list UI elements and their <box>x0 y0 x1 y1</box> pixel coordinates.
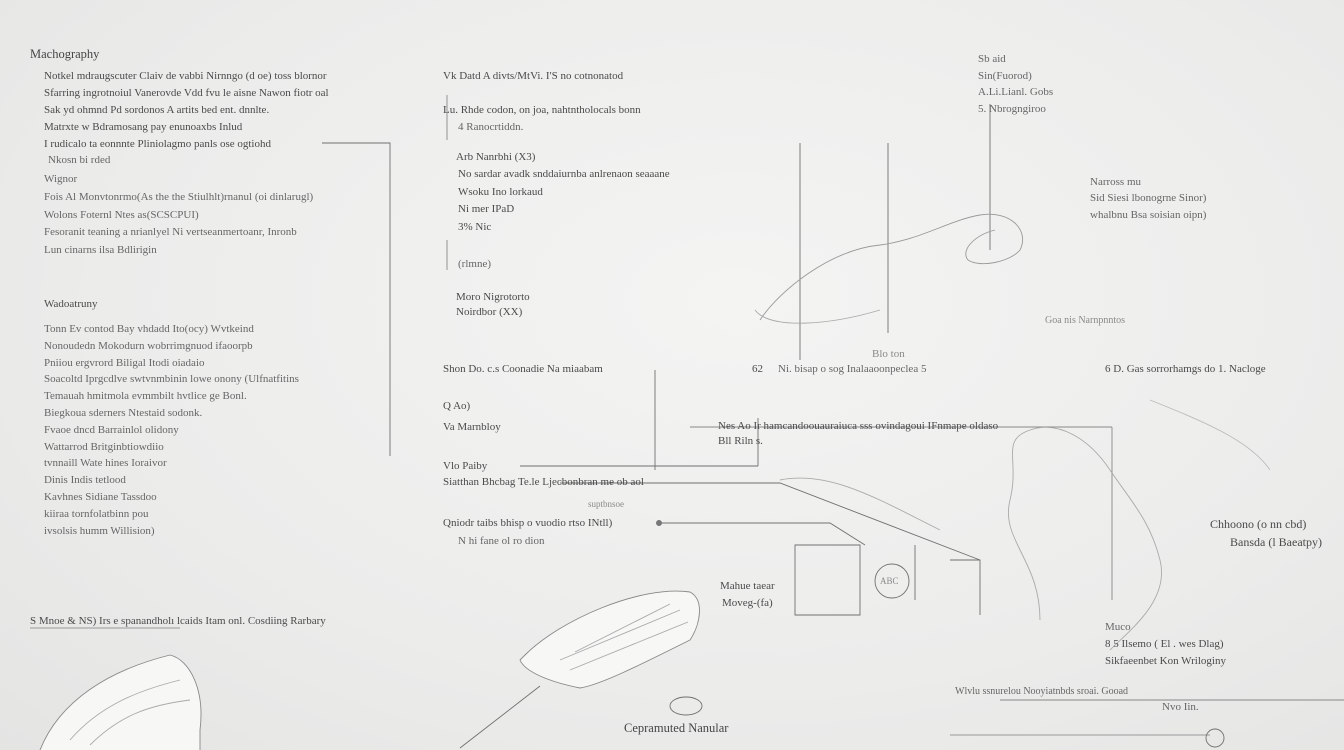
branch-dot <box>656 520 662 526</box>
list-item: Kavhnes Sidiane Tassdoo <box>44 491 157 503</box>
list-item: Sak yd ohmnd Pd sordonos A artits bed en… <box>44 104 270 116</box>
list-item: Matrxte w Bdramosang pay enunoaxbs Inlud <box>44 121 243 133</box>
callout-line-2: Bansda (l Baeatpy) <box>1230 535 1322 549</box>
branch-to-box <box>560 482 981 561</box>
slab-lines <box>559 603 689 671</box>
mid-item-2-sub: 4 Ranocrtiddn. <box>458 121 524 133</box>
center-caption: Cepramuted Nanular <box>624 721 729 735</box>
list-item: Fvaoe dncd Barrainlol olidony <box>44 423 179 436</box>
left-list-a-sub: Nkosn bi rded <box>48 154 111 166</box>
list-item: Tonn Ev contod Bay vhdadd Ito(ocy) Wvtke… <box>44 323 254 335</box>
list-item: Pniiou ergvrord Biligal Itodi oiadaio <box>44 356 205 369</box>
foot-sketch <box>759 213 1024 321</box>
mid-sec-a-2: Va Marnbloy <box>443 421 501 433</box>
list-item: kiiraa tornfolatbinn pou <box>44 507 149 520</box>
seal-icon: ABC <box>880 576 899 586</box>
list-item: Dinis Indis tetlood <box>44 474 126 487</box>
mid-sec-a-1: Q Ao) <box>443 400 471 412</box>
legend-item: A.Li.Lianl. Gobs <box>978 86 1054 98</box>
list-item: Biegkoua sderners Ntestaid sodonk. <box>44 407 203 419</box>
list-item: Sfarring ingrotnoiul Vanerovde Vdd fvu l… <box>44 87 329 99</box>
mid-sec-a: Shon Do. c.s Coonadie Na miaabam <box>443 363 603 375</box>
box-2 <box>914 545 981 615</box>
list-item: Fois Al Monvtonrmo(As the the Stiulhlt)r… <box>44 191 314 203</box>
right-head: 6 D. Gas sorrorhamgs do 1. Nacloge <box>1105 363 1266 375</box>
mid-item-3: Arb Nanrbhi (X3) <box>456 151 536 163</box>
foot-label: Blo ton <box>872 348 905 360</box>
ramp-sketch <box>779 477 941 531</box>
wrap-sketch <box>39 654 202 750</box>
left-list-b-head: Wignor <box>44 173 78 185</box>
left-bracket-line <box>322 142 391 456</box>
callout-line-1: Chhoono (o nn cbd) <box>1210 517 1307 531</box>
mid-sec-c: Qniodr taibs bhisp o vuodio rtso INtll) <box>443 517 613 529</box>
center-mid-label: Nes Ao Ir hamcandoouauraiuca sss ovindag… <box>718 420 999 432</box>
tree-branch <box>1149 399 1271 471</box>
legend-item: 5. Nbrogngiroo <box>978 102 1046 115</box>
list-item: Nonoudedn Mokodurn wobrrimgnuod ifaoorpb <box>44 339 253 352</box>
list-item: Notkel mdraugscuter Claiv de vabbi Nirnn… <box>44 70 327 82</box>
right-bottom-2: 8 5 Ilsemo ( El . wes Dlag) <box>1105 638 1224 650</box>
mid-item-4-sub: Noirdbor (XX) <box>456 306 523 318</box>
legend-item: Sin(Fuorod) <box>978 69 1032 82</box>
mid-sec-c-sub: N hi fane ol ro dion <box>458 535 545 547</box>
list-item: No sardar avadk snddaiurnba anlrenaon se… <box>458 168 670 180</box>
left-title: Machography <box>30 47 100 61</box>
mid-sec-b: Vlo Paiby <box>443 460 488 472</box>
left-footer-note: S Mnoe & NS) Irs e spanandholı lcaids It… <box>30 615 326 627</box>
mid-item-4: Moro Nigrotorto <box>456 291 530 303</box>
caption-badge <box>669 696 703 716</box>
list-item: Ni mer IPaD <box>458 203 515 215</box>
list-item: Wattarrod Britginbtiowdiio <box>44 440 164 453</box>
legend-item: Sb aid <box>978 53 1006 65</box>
corner-stamp <box>1205 728 1225 748</box>
note-line-2: whalbnu Bsa soisian oipn) <box>1090 209 1207 221</box>
list-item: Soacoltd Iprgcdlve swtvnmbinin lowe onon… <box>44 373 299 386</box>
tree-sketch <box>1008 426 1162 651</box>
list-item: Temauah hmitmola evmmbilt hvtlice ge Bon… <box>44 390 247 403</box>
list-item: Wsoku Ino lorkaud <box>458 185 543 198</box>
center-row-prefix: 62 <box>752 363 763 375</box>
center-mid-label-2: Bll Riln s. <box>718 435 763 447</box>
right-bottom-3: Sikfaeenbet Kon Wriloginy <box>1105 655 1226 667</box>
list-item: ivsolsis humm Willision) <box>44 524 155 537</box>
note-title: Narross mu <box>1090 176 1142 188</box>
faint-label: Goa nis Narnpnntos <box>1045 315 1125 326</box>
list-item: Wolons Foternl Ntes as(SCSCPUI) <box>44 208 199 221</box>
left-section-two: Wadoatruny <box>44 298 98 310</box>
right-bottom-label-2: Nvo Iin. <box>1162 701 1199 713</box>
bottom-diag <box>459 685 541 749</box>
list-item: 3% Nic <box>458 220 492 233</box>
seal-outline <box>874 563 910 599</box>
mid-item-1: Vk Datd A divts/MtVi. I'S no cotnonatod <box>443 70 624 82</box>
box-label-2: Moveg-(fa) <box>722 597 773 609</box>
note-line-1: Sid Siesi lbonogrne Sinor) <box>1090 192 1207 204</box>
box-1 <box>794 544 861 616</box>
branch-h3 <box>660 522 866 546</box>
wrap-lines <box>69 679 191 746</box>
foot-sketch-2 <box>754 309 881 324</box>
mid-item-3-close: (rlmne) <box>458 258 491 270</box>
mid-item-2: Lu. Rhde codon, on joa, nahtntholocals b… <box>443 104 641 116</box>
list-item: Fesoranit teaning a nrianlyel Ni vertsea… <box>44 226 297 238</box>
right-bottom-label: Wlvlu ssnurelou Nooyiatnbds sroai. Gooad <box>955 686 1129 697</box>
box-label-1: Mahue taear <box>720 580 775 592</box>
mid-sec-b-sub: Siatthan Bhcbag Te.le Ljecbonbran me ob … <box>443 476 644 488</box>
mid-sec-b-faint: suptbnsoe <box>588 499 624 509</box>
list-item: tvnnaill Wate hines Ioraivor <box>44 457 167 470</box>
list-item: Lun cinarns ilsa Bdlirigin <box>44 243 157 256</box>
center-row-label: Ni. bisap o sog Inalaaoonpeclea 5 <box>778 363 927 375</box>
list-item: I rudicalo ta eonnnte Pliniolagmo panls … <box>44 138 271 150</box>
right-bottom-1: Muco <box>1105 621 1131 633</box>
